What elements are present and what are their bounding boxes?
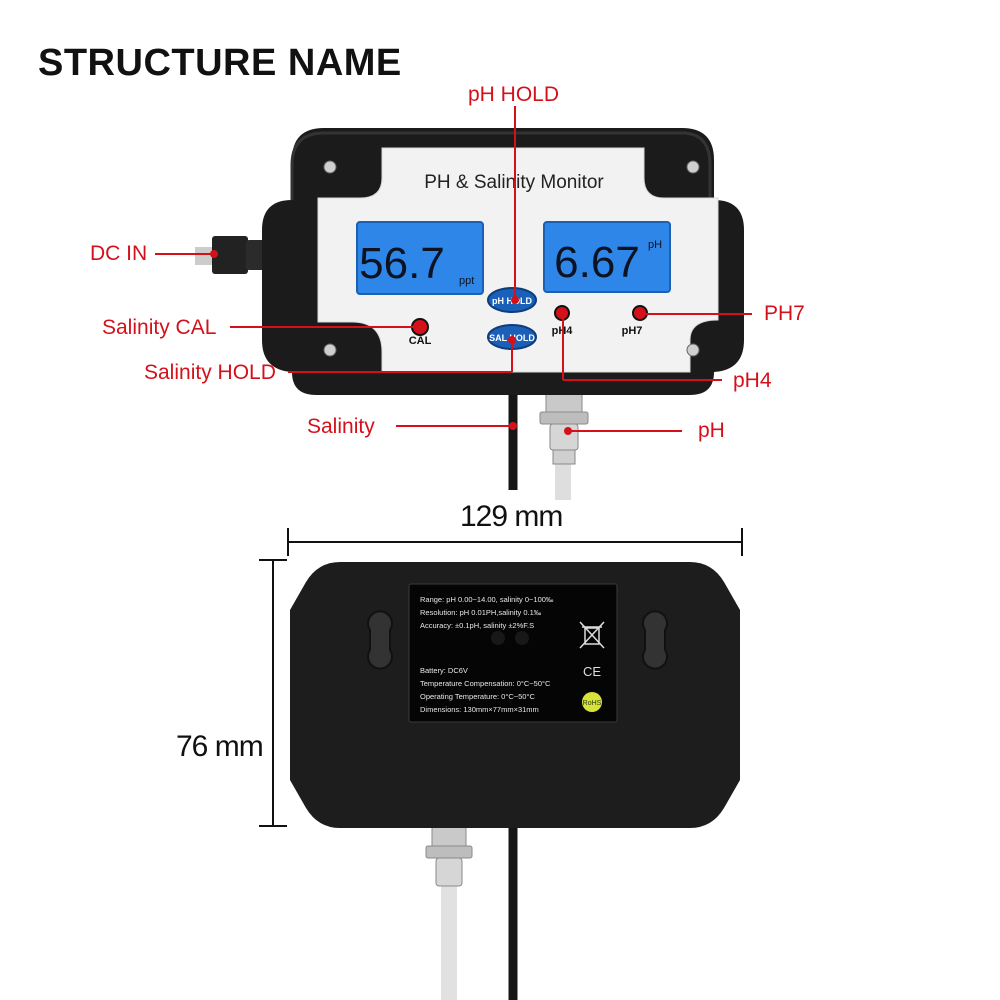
screw-icon xyxy=(686,343,700,357)
ph-unit: pH xyxy=(648,239,662,251)
faceplate xyxy=(317,147,719,373)
width-label: 129 mm xyxy=(460,500,563,533)
callout-salinity-cal: Salinity CAL xyxy=(102,316,217,339)
keyhole-icon xyxy=(367,610,393,670)
ce-mark: CE xyxy=(583,664,601,679)
ph-display: 6.67 pH xyxy=(543,221,671,293)
spec-line: Accuracy: ±0.1pH, salinity ±2%F.S xyxy=(420,621,534,630)
screw-icon xyxy=(686,160,700,174)
salinity-unit: ppt xyxy=(459,275,474,287)
callout-ph4: pH4 xyxy=(733,369,772,392)
spec-line: Temperature Compensation: 0°C~50°C xyxy=(420,679,551,688)
spec-line: Battery: DC6V xyxy=(420,666,468,675)
callout-ph: pH xyxy=(698,419,725,442)
spec-line: Dimensions: 130mm×77mm×31mm xyxy=(420,705,539,714)
callout-ph-hold: pH HOLD xyxy=(468,83,560,106)
salinity-display: 56.7 ppt xyxy=(356,221,484,295)
ph-value: 6.67 xyxy=(554,238,640,287)
spec-line: Resolution: pH 0.01PH,salinity 0.1‰ xyxy=(420,608,542,617)
callout-lines xyxy=(155,106,752,432)
rohs-badge xyxy=(582,692,602,712)
svg-text:pH7: pH7 xyxy=(622,325,643,337)
callout-ph7: PH7 xyxy=(764,302,805,325)
callout-salinity-hold: Salinity HOLD xyxy=(144,361,276,384)
spec-line: Range: pH 0.00~14.00, salinity 0~100‰ xyxy=(420,595,554,604)
rohs-text: RoHS xyxy=(583,700,602,707)
page-title: STRUCTURE NAME xyxy=(38,42,402,84)
width-dimension xyxy=(287,528,743,556)
height-label: 76 mm xyxy=(176,730,264,763)
salinity-value: 56.7 xyxy=(359,239,445,288)
back-bnc-connector xyxy=(425,825,473,887)
bnc-connector xyxy=(539,391,589,465)
svg-text:CAL: CAL xyxy=(409,335,432,347)
screw-icon xyxy=(323,160,337,174)
callout-dots xyxy=(210,250,644,435)
height-dimension xyxy=(259,559,287,827)
screw-icon xyxy=(323,343,337,357)
spec-line: Operating Temperature: 0°C~50°C xyxy=(420,692,535,701)
weee-bin-icon xyxy=(579,621,605,649)
keyhole-icon xyxy=(642,610,668,670)
callout-salinity: Salinity xyxy=(307,415,375,438)
spec-label: Range: pH 0.00~14.00, salinity 0~100‰ Re… xyxy=(408,583,618,723)
callout-dc-in: DC IN xyxy=(90,242,148,265)
